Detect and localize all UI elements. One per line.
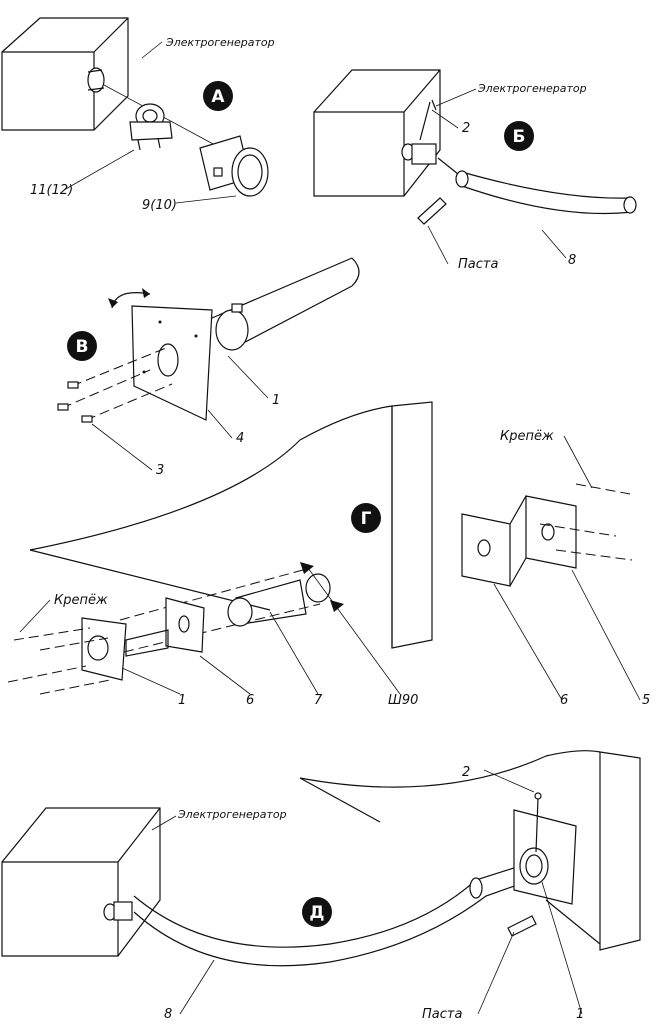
generator-outlet-a — [87, 67, 105, 93]
plate-1-g — [81, 617, 169, 681]
label-paste-d: Паста — [422, 1007, 462, 1022]
badge-a-letter: А — [211, 87, 225, 107]
badge-g: Г — [351, 503, 381, 533]
wall-plate-d — [513, 792, 577, 905]
mounting-sleeves-g — [119, 567, 331, 653]
label-4-v: 4 — [236, 431, 244, 446]
label-paste-b: Паста — [458, 257, 498, 272]
pump-fitting-b — [401, 99, 437, 165]
fasteners-g — [7, 627, 111, 695]
fasteners-detail — [539, 483, 633, 561]
label-generator-b: Электрогенератор — [477, 82, 587, 95]
paste-tube-b — [417, 197, 447, 225]
adapter-nozzle — [199, 135, 269, 197]
label-1-v: 1 — [272, 393, 280, 408]
label-2-d: 2 — [462, 765, 470, 780]
badge-a: А — [203, 81, 233, 111]
label-3-v: 3 — [156, 463, 164, 478]
clamp-bracket — [129, 103, 173, 151]
label-7-g: 7 — [314, 693, 323, 708]
label-fastener-detail: Крепёж — [500, 429, 554, 444]
generator-box-a — [1, 17, 129, 131]
badge-g-letter: Г — [361, 509, 372, 529]
callout-detail: Крепёж 6 5 — [493, 429, 650, 708]
badge-d: Д — [302, 897, 332, 927]
label-8-b: 8 — [568, 253, 576, 268]
wall-plate-v — [131, 305, 213, 421]
wall-g — [29, 401, 433, 649]
step-v: 1 4 3 В — [57, 257, 360, 478]
plate-5-detail — [525, 495, 577, 569]
badge-b: Б — [504, 121, 534, 151]
label-generator-d: Электрогенератор — [177, 808, 287, 821]
generator-box-b — [313, 69, 441, 197]
badge-v-letter: В — [76, 337, 89, 357]
label-8-d: 8 — [164, 1007, 172, 1022]
label-5-detail: 5 — [642, 693, 650, 708]
arrow-sh90 — [300, 562, 401, 695]
step-a: Электрогенератор 11(12) 9(10) А — [1, 17, 275, 213]
label-6-g: 6 — [246, 693, 254, 708]
callout-b: Электрогенератор 2 Паста 8 — [427, 82, 587, 272]
callout-g: Крепёж 1 6 7 Ш90 — [19, 593, 418, 708]
step-d: Электрогенератор 2 8 Паста 1 Д — [1, 750, 641, 1022]
step-g: Крепёж 1 6 7 Ш90 Г — [7, 401, 433, 708]
badge-b-letter: Б — [513, 127, 526, 147]
paste-tube-d — [507, 915, 537, 937]
badge-d-letter: Д — [309, 903, 324, 923]
callout-a: Электрогенератор 11(12) 9(10) — [30, 36, 275, 213]
generator-box-d — [1, 807, 161, 957]
callout-v: 1 4 3 — [91, 355, 280, 478]
label-2-b: 2 — [462, 121, 470, 136]
label-9-10: 9(10) — [142, 198, 177, 213]
label-sh90: Ш90 — [388, 693, 418, 708]
badge-v: В — [67, 331, 97, 361]
rotation-arrow — [108, 288, 151, 309]
plate-6-detail — [461, 513, 511, 587]
label-generator-a: Электрогенератор — [165, 36, 275, 49]
hose-d — [133, 865, 521, 967]
plate-6-g — [165, 597, 205, 653]
wall-d — [299, 750, 641, 951]
label-1-d: 1 — [576, 1007, 584, 1022]
screws-v — [57, 347, 173, 423]
label-1-g: 1 — [178, 693, 186, 708]
callout-d: Электрогенератор 2 8 Паста 1 — [151, 765, 584, 1022]
label-fastener-g: Крепёж — [54, 593, 108, 608]
step-b: Электрогенератор 2 Паста 8 Б — [313, 69, 637, 272]
hose-b — [437, 157, 637, 215]
label-11-12: 11(12) — [30, 183, 73, 198]
label-6-detail: 6 — [560, 693, 568, 708]
step-g-detail: Крепёж 6 5 — [461, 429, 650, 708]
pump-fitting-d — [103, 901, 133, 921]
exhaust-pipe-v — [211, 257, 360, 351]
